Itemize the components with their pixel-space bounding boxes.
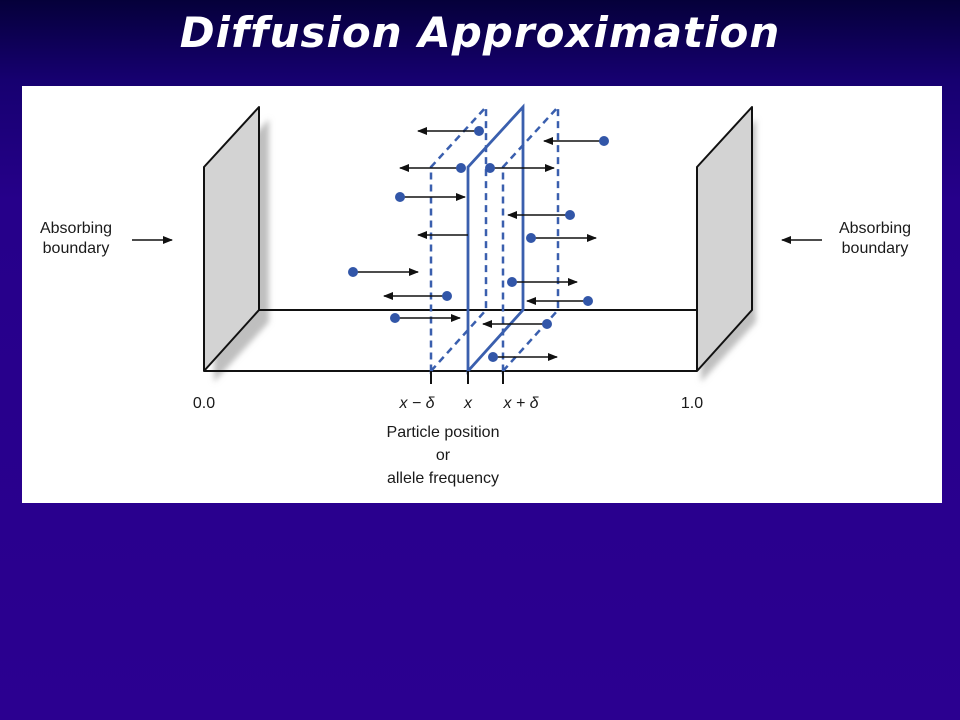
- particle: [599, 136, 609, 146]
- diagram-panel: Absorbing boundary Absorbing boundary 0.…: [22, 86, 942, 503]
- particle: [395, 192, 405, 202]
- floor: [204, 309, 697, 372]
- particle: [348, 267, 358, 277]
- particle: [456, 163, 466, 173]
- axis-left-value: 0.0: [192, 395, 216, 412]
- particle: [583, 296, 593, 306]
- particle: [507, 277, 517, 287]
- particle: [390, 313, 400, 323]
- plane-x-plus-delta: [501, 103, 560, 375]
- particle: [485, 163, 495, 173]
- particle: [442, 291, 452, 301]
- plane-x: [466, 103, 525, 375]
- particle: [542, 319, 552, 329]
- left-boundary-label: Absorbing boundary: [39, 220, 113, 257]
- right-boundary-label: Absorbing boundary: [838, 220, 912, 257]
- particles: [348, 126, 609, 362]
- diffusion-diagram: [132, 103, 822, 384]
- axis-right-value: 1.0: [680, 395, 704, 412]
- tick-label-x-minus-delta: x − δ: [399, 395, 435, 412]
- right-absorbing-wall: [696, 106, 753, 372]
- particle: [488, 352, 498, 362]
- plane-x-minus-delta: [429, 103, 488, 375]
- particle: [526, 233, 536, 243]
- tick-label-x: x: [464, 395, 472, 412]
- left-absorbing-wall: [203, 106, 260, 372]
- particle: [565, 210, 575, 220]
- particle: [474, 126, 484, 136]
- slide-title: Diffusion Approximation: [179, 8, 781, 57]
- tick-label-x-plus-delta: x + δ: [503, 395, 539, 412]
- axis-caption: Particle position or allele frequency: [386, 424, 500, 487]
